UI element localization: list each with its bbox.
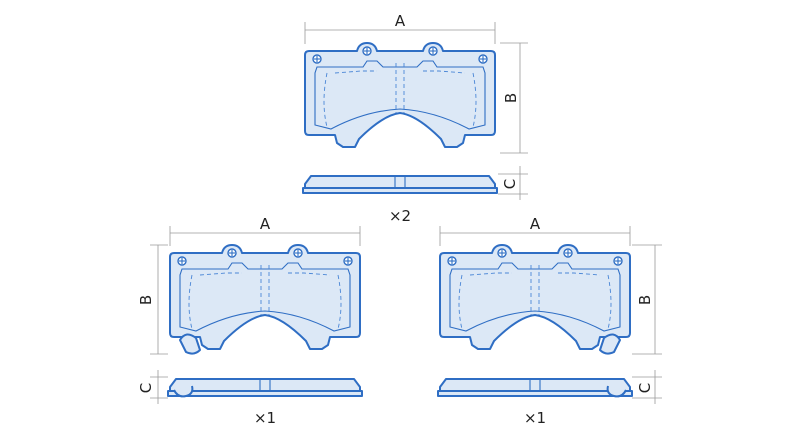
- bottom-right-dimension-c: C: [632, 370, 662, 404]
- top-label-a: A: [395, 12, 406, 30]
- bottom-right-side-sensor: [606, 385, 627, 398]
- bottom-left-label-a: A: [260, 215, 271, 233]
- bottom-right-label-a: A: [530, 215, 541, 233]
- top-quantity: ×2: [389, 207, 411, 225]
- top-label-b: B: [502, 93, 520, 103]
- bottom-left-label-c: C: [137, 383, 155, 393]
- bottom-right-dimension-a: A: [439, 215, 631, 246]
- bottom-left-quantity: ×1: [254, 409, 276, 427]
- top-label-c: C: [501, 179, 519, 189]
- bottom-right-pad: A B C ×1: [437, 215, 662, 427]
- bottom-left-side-sensor: [173, 385, 194, 398]
- bottom-right-dimension-b: B: [632, 244, 662, 355]
- bottom-left-dimension-a: A: [169, 215, 361, 246]
- bottom-left-label-b: B: [137, 295, 155, 305]
- top-pad-front-view: [304, 42, 496, 148]
- bottom-right-quantity: ×1: [524, 409, 546, 427]
- bottom-left-pad-side-view: [167, 378, 363, 397]
- bottom-left-pad-front-view: [169, 244, 361, 350]
- bottom-left-dimension-b: B: [137, 244, 168, 355]
- bottom-right-pad-side-view: [437, 378, 633, 397]
- bottom-left-wear-sensor: [179, 333, 201, 355]
- top-dimension-b: B: [500, 42, 528, 154]
- top-dimension-a: A: [304, 12, 496, 44]
- top-pad-side-view: [302, 175, 498, 194]
- bottom-right-pad-front-view: [439, 244, 631, 350]
- bottom-right-label-c: C: [636, 383, 654, 393]
- top-pad: A B C ×2: [302, 12, 528, 225]
- bottom-right-label-b: B: [636, 295, 654, 305]
- bottom-left-pad: A B C ×1: [137, 215, 363, 427]
- bottom-right-wear-sensor: [599, 333, 621, 355]
- top-dimension-c: C: [498, 166, 528, 200]
- bottom-left-dimension-c: C: [137, 370, 168, 404]
